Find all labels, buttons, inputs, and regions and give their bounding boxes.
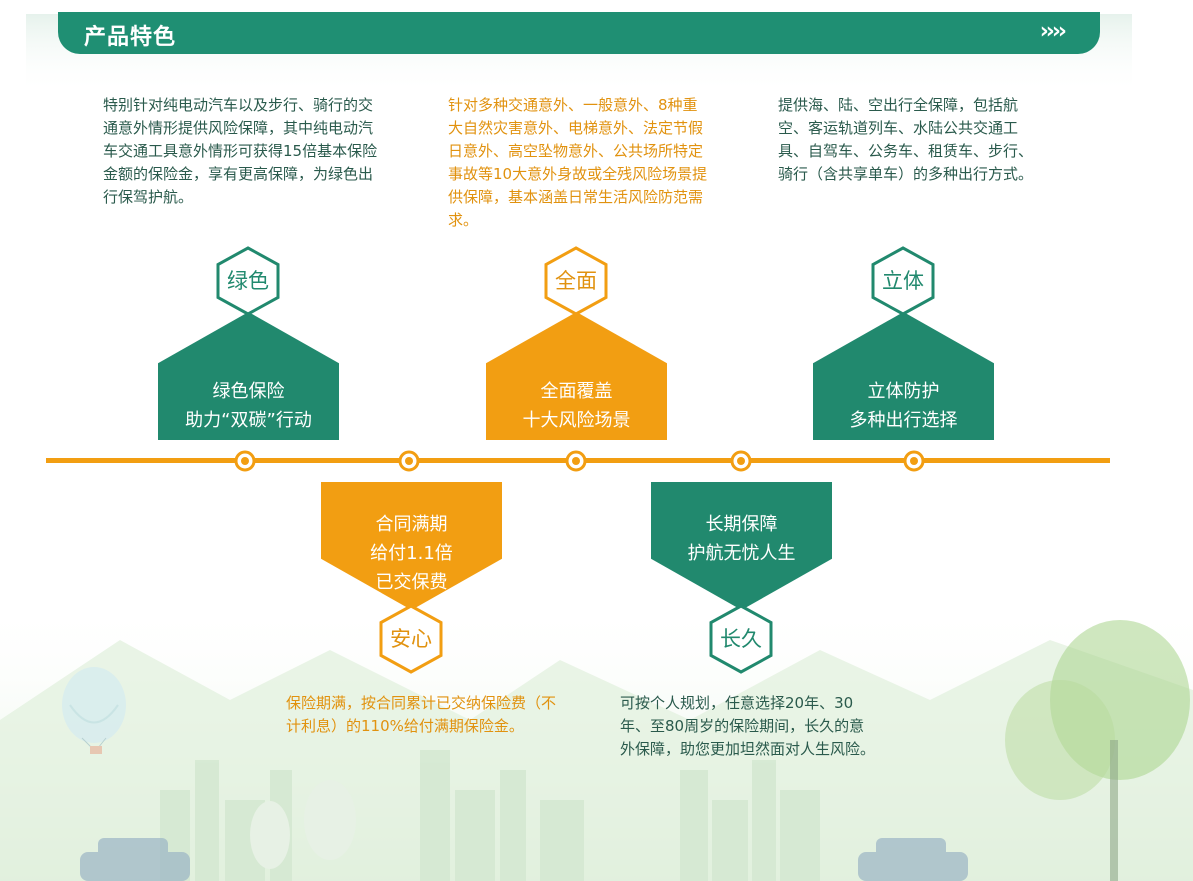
card-line: 全面覆盖 [540,381,613,402]
hex-label: 长久 [720,627,762,651]
card-line: 已交保费 [375,572,448,593]
card-line: 给付1.1倍 [370,543,453,564]
hex-badge-peace-of-mind: 安心 [379,604,443,674]
chevron-right-icon: ›››› [1039,19,1067,44]
card-line: 助力“双碳”行动 [185,410,312,431]
timeline-dot-icon [565,450,587,472]
timeline-dot-icon [903,450,925,472]
card-line: 合同满期 [375,514,448,535]
card-line: 长期保障 [705,514,778,535]
hex-badge-multidimensional: 立体 [871,246,935,316]
card-line: 护航无忧人生 [687,543,796,564]
hex-label: 全面 [555,269,597,293]
hexagon-icon [379,604,443,674]
hex-badge-green: 绿色 [216,246,280,316]
feature-description-comprehensive: 针对多种交通意外、一般意外、8种重大自然灾害意外、电梯意外、法定节假日意外、高空… [448,96,708,229]
hex-badge-comprehensive: 全面 [544,246,608,316]
section-header: 产品特色 ›››› [58,12,1100,54]
card-line: 十大风险场景 [522,410,631,431]
section-title: 产品特色 [84,25,177,50]
hexagon-icon [216,246,280,316]
hex-label: 绿色 [227,269,269,293]
hexagon-icon [709,604,773,674]
timeline-dot-icon [398,450,420,472]
card-line: 多种出行选择 [849,410,958,431]
hex-label: 安心 [390,627,432,651]
timeline-dot-icon [730,450,752,472]
feature-description-long-term: 可按个人规划，任意选择20年、30年、至80周岁的保险期间，长久的意外保障，助您… [620,694,876,758]
card-line: 绿色保险 [212,381,285,402]
card-line: 立体防护 [867,381,940,402]
hex-badge-long-term: 长久 [709,604,773,674]
hexagon-icon [544,246,608,316]
timeline-dot-icon [234,450,256,472]
feature-description-green: 特别针对纯电动汽车以及步行、骑行的交通意外情形提供风险保障，其中纯电动汽车交通工… [103,96,378,206]
hex-label: 立体 [882,269,924,293]
feature-description-peace-of-mind: 保险期满，按合同累计已交纳保险费（不计利息）的110%给付满期保险金。 [286,694,557,735]
feature-description-multidimensional: 提供海、陆、空出行全保障，包括航空、客运轨道列车、水陆公共交通工具、自驾车、公务… [778,96,1034,183]
hexagon-icon [871,246,935,316]
